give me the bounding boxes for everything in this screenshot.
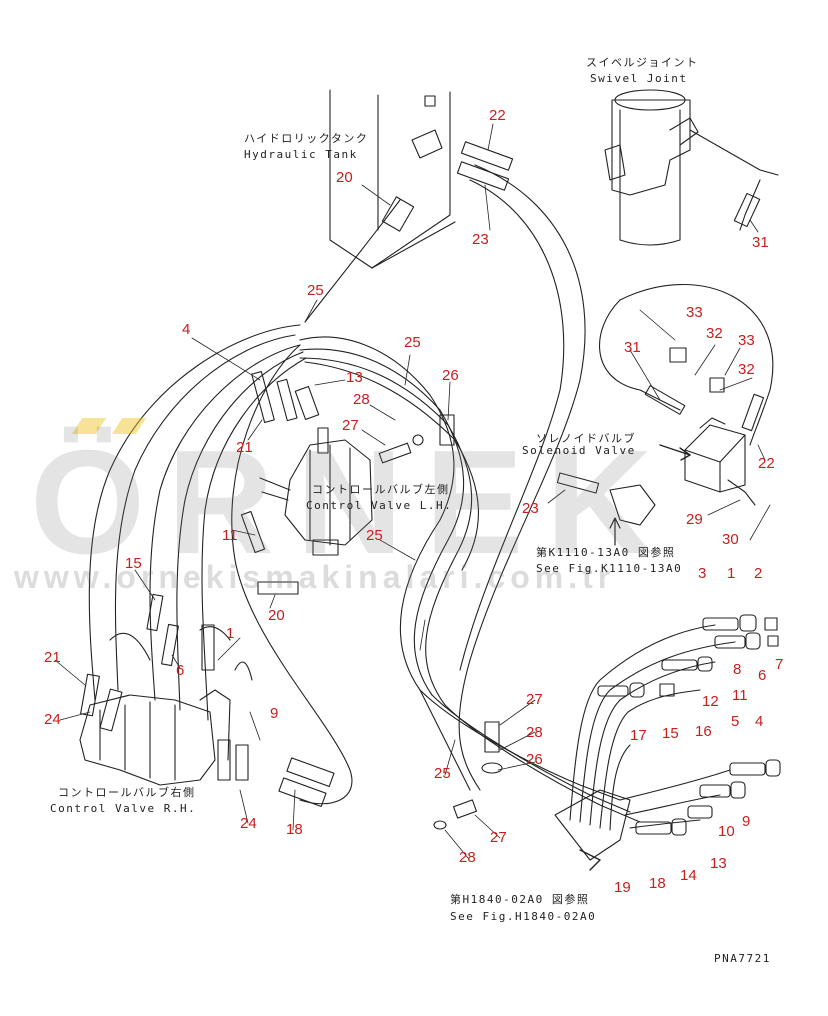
callout-33-a: 33 [686,304,703,321]
callout-18-left: 18 [286,821,303,838]
hose-22-23 [304,164,586,791]
callout-6-right: 6 [758,667,767,684]
swivel-joint-label-jp: スイベルジョイント [586,56,699,69]
callout-7-right: 7 [775,656,784,673]
callout-9-right: 9 [742,813,751,830]
callout-15-left: 15 [125,555,142,572]
callout-22-right: 22 [758,455,775,472]
reference-arrows [609,517,621,546]
callout-20-low: 20 [268,607,285,624]
hydraulic-tank-label-en: Hydraulic Tank [244,148,358,161]
callout-11-right: 11 [732,687,748,704]
callout-25-low: 25 [366,527,383,544]
callout-4-left: 4 [182,321,191,338]
callout-11-left: 11 [222,527,238,544]
ref-k1110-label-en: See Fig.K1110-13A0 [536,562,683,575]
callout-12-right: 12 [702,693,719,710]
callout-32-b: 32 [738,361,755,378]
callout-26-mid: 26 [526,751,543,768]
control-valve-rh-label-en: Control Valve R.H. [50,802,197,815]
callout-21-top: 21 [236,439,253,456]
ref-k1110-label-jp: 第K1110-13A0 図参照 [536,546,676,559]
callout-29: 29 [686,511,703,528]
callout-10-right: 10 [718,823,735,840]
drawing-code: PNA7721 [714,952,771,965]
callout-32-a: 32 [706,325,723,342]
callout-4-right: 4 [755,713,764,730]
ref-h1840-label-jp: 第H1840-02A0 図参照 [450,893,590,906]
ref-h1840-label-en: See Fig.H1840-02A0 [450,910,597,923]
callout-3-right: 3 [698,565,707,582]
callout-5-right: 5 [731,713,740,730]
callout-13-right: 13 [710,855,727,872]
callout-25-mid: 25 [404,334,421,351]
callout-17-right: 17 [630,727,647,744]
hose-bundle-right [299,336,641,823]
callout-19-right: 19 [614,879,631,896]
swivel-joint-label-en: Swivel Joint [590,72,688,85]
control-valve-rh [79,632,253,786]
callout-28-bottom: 28 [459,849,476,866]
callout-27-mid: 27 [526,691,543,708]
fittings-right [597,614,781,836]
callout-28-mid: 28 [526,724,543,741]
callout-25-bottom: 25 [434,765,451,782]
callout-24-low: 24 [240,815,257,832]
callout-14-right: 14 [680,867,697,884]
callout-8-right: 8 [733,661,742,678]
callout-2-right: 2 [754,565,763,582]
control-valve-lh-label-en: Control Valve L.H. [306,499,453,512]
control-valve-rh-label-jp: コントロールバルブ右側 [58,786,196,799]
leader-lines [54,123,771,859]
callout-27-top: 27 [342,417,359,434]
callout-13-left: 13 [346,369,363,386]
control-valve-lh-label-jp: コントロールバルブ左側 [312,483,450,496]
callout-31-top: 31 [752,234,769,251]
callout-18-right: 18 [649,875,666,892]
watermark-accent-right [112,418,146,434]
control-valve-lh [259,427,373,556]
hydraulic-tank [329,89,456,269]
callout-23-top: 23 [472,231,489,248]
fittings-misc [80,141,765,871]
hose-31-loop [599,129,779,446]
hose-bundle-left [88,324,353,805]
watermark-url: www.ornekismakinalari.com.tr [14,559,616,595]
hydraulic-tank-label-jp: ハイドロリックタンク [244,132,369,145]
callout-1-left: 1 [226,625,235,642]
callout-15-right: 15 [662,725,679,742]
swivel-joint [604,89,699,246]
callout-25-top: 25 [307,282,324,299]
callout-22-top: 22 [489,107,506,124]
callout-28-top: 28 [353,391,370,408]
callout-24-left: 24 [44,711,61,728]
callout-20-top: 20 [336,169,353,186]
callout-21-left: 21 [44,649,61,666]
callout-6-left: 6 [176,662,185,679]
solenoid-valve [659,417,756,506]
callout-30: 30 [722,531,739,548]
callout-9-left: 9 [270,705,279,722]
solenoid-valve-label-en: Solenoid Valve [522,444,636,457]
callout-1-right: 1 [727,565,736,582]
callout-27-bottom: 27 [490,829,507,846]
callout-31-mid: 31 [624,339,641,356]
callout-23-mid: 23 [522,500,539,517]
callout-16-right: 16 [695,723,712,740]
callout-26-top: 26 [442,367,459,384]
watermark-brand: ÖRNEK [30,420,675,585]
watermark-accent-left [72,418,106,434]
callout-33-b: 33 [738,332,755,349]
solenoid-valve-label-jp: ソレノイドバルブ [536,432,636,445]
